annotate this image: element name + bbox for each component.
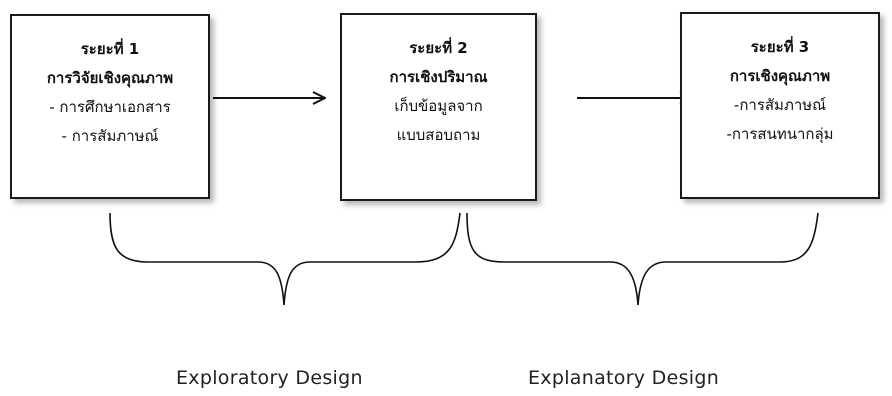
- phase-3-box: ระยะที่ 3 การเชิงคุณภาพ -การสัมภาษณ์ -กา…: [680, 12, 880, 199]
- brace-exploratory: [109, 212, 461, 306]
- explanatory-design-label: Explanatory Design: [528, 367, 720, 389]
- phase-2-method: การเชิงปริมาณ: [389, 68, 488, 86]
- phase-1-method: การวิจัยเชิงคุณภาพ: [46, 69, 174, 87]
- phase-3-method: การเชิงคุณภาพ: [729, 67, 831, 85]
- phase-3-heading: ระยะที่ 3: [750, 38, 810, 56]
- phase-2-heading: ระยะที่ 2: [409, 39, 468, 57]
- phase-2-box: ระยะที่ 2 การเชิงปริมาณ เก็บข้อมูลจาก แบ…: [340, 13, 537, 201]
- phase-2-detail: เก็บข้อมูลจาก: [394, 97, 483, 115]
- exploratory-design-label: Exploratory Design: [176, 367, 363, 389]
- phase-3-detail: -การสนทนากลุ่ม: [726, 125, 834, 143]
- phase-1-detail: - การสัมภาษณ์: [61, 127, 159, 145]
- brace-explanatory: [466, 212, 819, 306]
- phase-2-detail: แบบสอบถาม: [396, 126, 481, 144]
- phase-1-detail: - การศึกษาเอกสาร: [49, 98, 171, 116]
- phase-1-heading: ระยะที่ 1: [80, 40, 140, 58]
- phase-1-box: ระยะที่ 1 การวิจัยเชิงคุณภาพ - การศึกษาเ…: [10, 14, 210, 199]
- phase-3-detail: -การสัมภาษณ์: [733, 96, 827, 114]
